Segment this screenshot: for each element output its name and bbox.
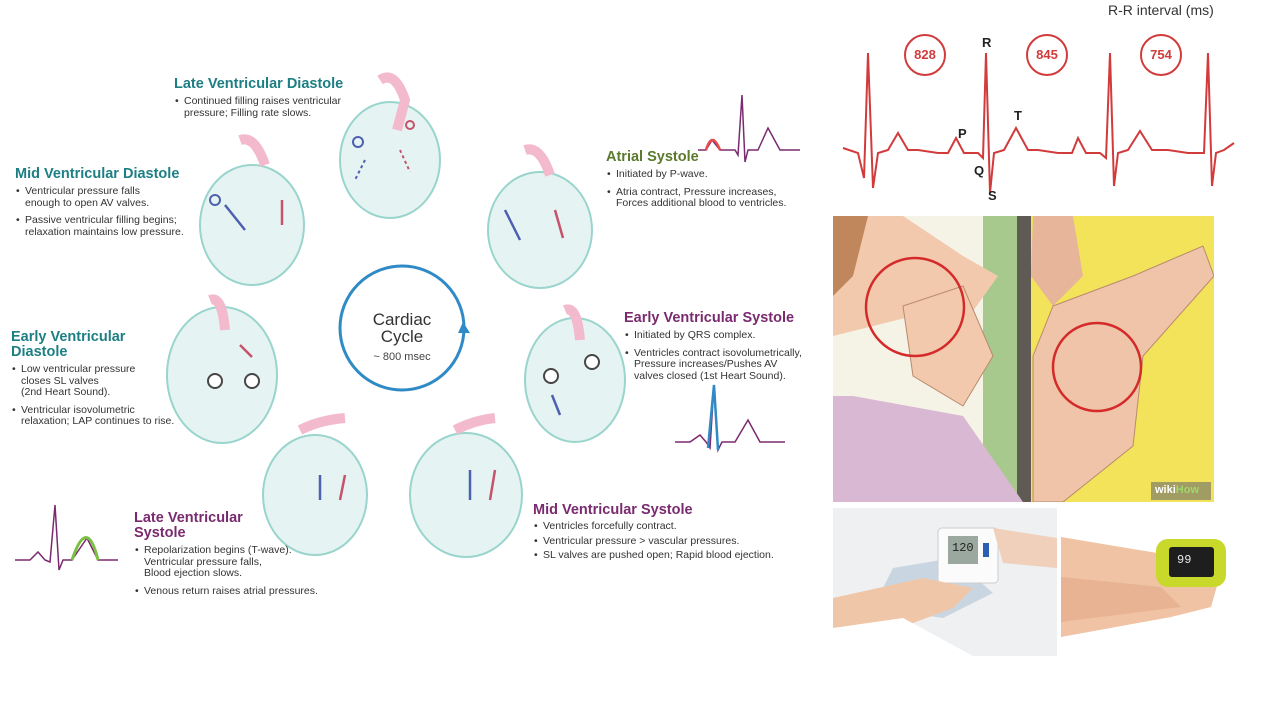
ecg-title: R-R interval (ms) <box>1108 2 1214 18</box>
stage-bullet: Passive ventricular filling begins; rela… <box>16 214 215 238</box>
heart-late-diastole <box>339 72 441 219</box>
stage-bullet: Initiated by QRS complex. <box>625 329 824 342</box>
cycle-duration: ~ 800 msec <box>373 351 431 363</box>
wave-label-t: T <box>1014 108 1022 123</box>
heart-early-systole <box>524 304 626 443</box>
bp-monitor-image: 120 <box>833 508 1057 656</box>
watermark: wikiHow <box>1155 484 1199 496</box>
watermark-right: How <box>1175 484 1200 496</box>
rr-interval-3: 754 <box>1150 47 1172 62</box>
ecg-snippet-early-systole <box>675 384 785 453</box>
stage-bullet: SL valves are pushed open; Rapid blood e… <box>534 549 803 562</box>
pulse-check-illustration <box>833 216 1214 502</box>
stage-early-systole: Early Ventricular Systole Initiated by Q… <box>624 311 824 388</box>
cycle-title-line2: Cycle <box>380 327 424 346</box>
stage-title-line1: Early Ventricular <box>11 329 126 345</box>
bp-monitor-illustration <box>833 508 1057 656</box>
stage-bullet: Ventricular pressure > vascular pressure… <box>534 535 803 548</box>
stage-late-diastole: Late Ventricular Diastole Continued fill… <box>174 77 384 125</box>
pulse-oximeter-image: 99 <box>1061 527 1227 648</box>
stage-title-line2: Diastole <box>11 344 68 360</box>
stage-title: Atrial Systole <box>606 149 699 165</box>
stage-mid-diastole: Mid Ventricular Diastole Ventricular pre… <box>15 167 215 244</box>
stage-bullet: Ventricles contract isovolumetrically, P… <box>625 347 824 383</box>
stage-title: Early Ventricular Systole <box>624 310 795 326</box>
heart-mid-diastole <box>199 134 305 286</box>
wave-label-r: R <box>982 35 992 50</box>
stage-bullet: Ventricular isovolumetric relaxation; LA… <box>12 404 196 428</box>
ecg-snippet-late-systole <box>15 504 118 571</box>
cycle-title: Cardiac Cycle <box>350 311 454 345</box>
wave-label-p: P <box>958 126 967 141</box>
rr-interval-1: 828 <box>914 47 936 62</box>
stage-title: Mid Ventricular Systole <box>533 502 693 518</box>
stage-title: Late Ventricular Diastole <box>174 76 344 92</box>
heart-atrial-systole <box>487 144 593 289</box>
stage-bullet: Ventricular pressure falls enough to ope… <box>16 185 215 209</box>
rr-interval-2: 845 <box>1036 47 1058 62</box>
stage-bullet: Repolarization begins (T-wave). Ventricu… <box>135 544 344 580</box>
stage-atrial-systole: Atrial Systole Initiated by P-wave. Atri… <box>606 150 816 216</box>
stage-early-diastole: Early Ventricular Diastole Low ventricul… <box>11 330 196 434</box>
stage-bullet: Ventricles forcefully contract. <box>534 520 803 533</box>
pulse-oximeter-illustration <box>1061 537 1226 637</box>
stage-bullet: Atria contract, Pressure increases, Forc… <box>607 186 816 210</box>
wave-label-s: S <box>988 188 997 203</box>
stage-late-systole: Late Ventricular Systole Repolarization … <box>134 511 344 603</box>
stage-mid-systole: Mid Ventricular Systole Ventricles force… <box>533 503 803 565</box>
rr-interval-circles <box>904 34 1182 76</box>
stage-bullet: Initiated by P-wave. <box>607 168 816 181</box>
pulse-check-image: wikiHow <box>833 216 1214 502</box>
stage-title-line2: Systole <box>134 525 186 541</box>
stage-bullet: Continued filling raises ventricular pre… <box>175 95 384 119</box>
ecg-snippet-atrial <box>698 94 800 163</box>
stage-title: Mid Ventricular Diastole <box>15 166 180 182</box>
bp-display-value: 120 <box>952 541 974 555</box>
cycle-arrow-icon <box>458 322 470 333</box>
watermark-left: wiki <box>1155 484 1176 496</box>
heart-mid-systole <box>409 413 523 558</box>
wave-label-q: Q <box>974 163 985 178</box>
oximeter-display-value: 99 <box>1177 553 1192 567</box>
heart-late-systole <box>262 413 368 556</box>
stage-title-line1: Late Ventricular <box>134 510 243 526</box>
stage-bullet: Venous return raises atrial pressures. <box>135 585 344 598</box>
ecg-trace <box>842 52 1235 194</box>
stage-bullet: Low ventricular pressure closes SL valve… <box>12 363 196 399</box>
cycle-title-line1: Cardiac <box>372 310 432 329</box>
